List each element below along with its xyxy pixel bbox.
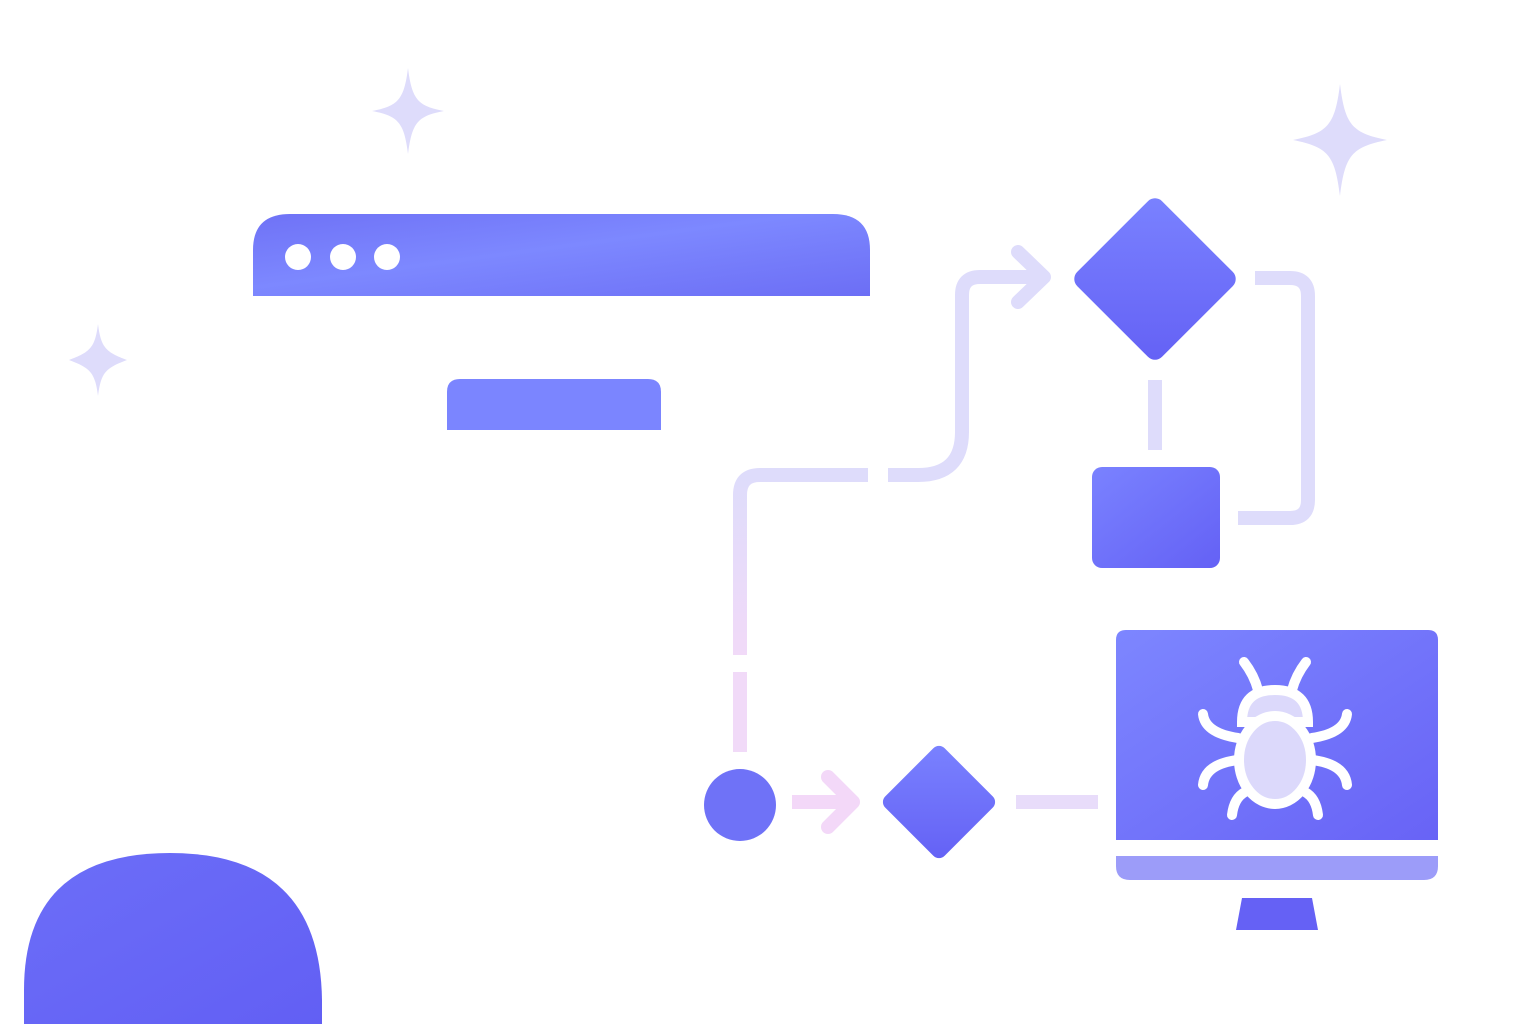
connector-line	[1238, 271, 1315, 525]
window-dot-icon	[285, 244, 311, 270]
browser-title-bar	[253, 214, 870, 296]
decision-diamond	[1074, 198, 1236, 360]
placeholder-bar	[447, 379, 661, 430]
monitor-bezel	[1116, 856, 1438, 880]
window-dot-icon	[374, 244, 400, 270]
window-dot-icon	[330, 244, 356, 270]
flow-connectors	[733, 245, 1315, 834]
monitor-stand	[1236, 898, 1318, 930]
process-square	[1092, 467, 1220, 568]
sparkle-icon	[1293, 84, 1387, 196]
sparkle-icon	[69, 324, 127, 396]
connector-line	[888, 270, 1040, 482]
monitor-icon	[1116, 630, 1438, 930]
browser-window	[253, 214, 870, 296]
decision-diamond	[882, 745, 996, 859]
arrow-head-icon	[1011, 245, 1051, 309]
decorative-blob	[24, 853, 322, 1024]
arrow-head-icon	[821, 770, 860, 834]
start-node	[704, 769, 776, 841]
bug-icon	[1198, 657, 1352, 820]
sparkle-icon	[372, 68, 444, 154]
connector-line	[733, 468, 868, 655]
